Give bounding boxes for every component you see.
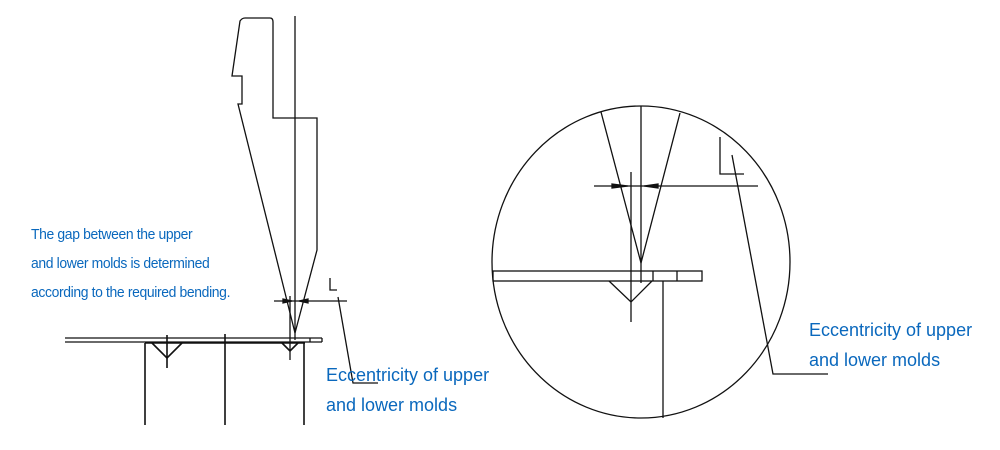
gap-note: The gap between the upper and lower mold… — [31, 220, 230, 307]
label-line: Eccentricity of upper — [809, 320, 973, 340]
left-overview — [65, 16, 378, 425]
gap-note-line: according to the required bending. — [31, 284, 231, 301]
label-line: and lower molds — [326, 395, 458, 415]
sheet-metal — [492, 270, 703, 282]
gap-note-line: The gap between the upper — [31, 226, 193, 243]
right-eccentricity-label: Eccentricity of upper and lower molds — [809, 315, 972, 375]
label-line: and lower molds — [809, 350, 941, 370]
right-detail — [491, 105, 828, 419]
sheet-metal — [65, 337, 323, 343]
eccentricity-leader — [731, 154, 828, 375]
gap-arrows — [282, 298, 309, 304]
eccentricity-leader — [337, 296, 378, 384]
upper-punch-outline — [231, 17, 318, 334]
eccentricity-mark — [329, 278, 337, 291]
gap-arrows — [611, 183, 659, 189]
lower-die-v — [608, 280, 653, 303]
label-line: Eccentricity of upper — [326, 365, 490, 385]
lower-die — [144, 334, 305, 425]
gap-note-line: and lower molds is determined — [31, 255, 210, 272]
left-eccentricity-label: Eccentricity of upper and lower molds — [326, 360, 489, 420]
